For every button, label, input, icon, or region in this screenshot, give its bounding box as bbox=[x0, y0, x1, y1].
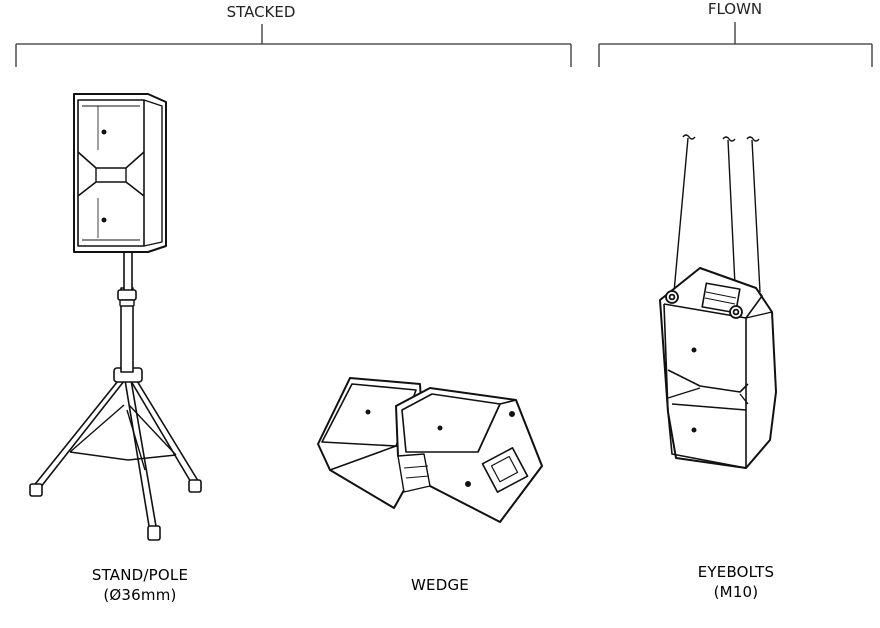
pole-clamp bbox=[117, 289, 137, 301]
suspension-cables bbox=[673, 134, 761, 307]
stand-speaker-cabinet bbox=[73, 93, 167, 253]
eyebolt-icon bbox=[665, 290, 743, 319]
stand-pole-caption: STAND/POLE (Ø36mm) bbox=[62, 565, 218, 605]
tripod-braces bbox=[69, 404, 177, 471]
flown-bracket bbox=[598, 22, 873, 67]
eyebolts-size: (M10) bbox=[713, 583, 759, 601]
eyebolts-illustration bbox=[659, 134, 777, 469]
wedge-illustration bbox=[317, 377, 543, 523]
stand-pole-diameter: (Ø36mm) bbox=[103, 586, 177, 604]
flown-heading: FLOWN bbox=[708, 0, 762, 18]
pole-upper bbox=[123, 251, 133, 293]
stacked-heading: STACKED bbox=[227, 3, 296, 21]
wedge-label: WEDGE bbox=[411, 576, 469, 594]
stacked-bracket bbox=[15, 24, 572, 67]
wedge-caption: WEDGE bbox=[380, 575, 500, 595]
stand-pole-label: STAND/POLE bbox=[91, 566, 189, 584]
eyebolts-caption: EYEBOLTS (M10) bbox=[672, 562, 800, 602]
eyebolts-label: EYEBOLTS bbox=[697, 563, 775, 581]
flown-speaker-cabinet bbox=[659, 267, 777, 469]
stand-pole-illustration bbox=[29, 93, 202, 541]
